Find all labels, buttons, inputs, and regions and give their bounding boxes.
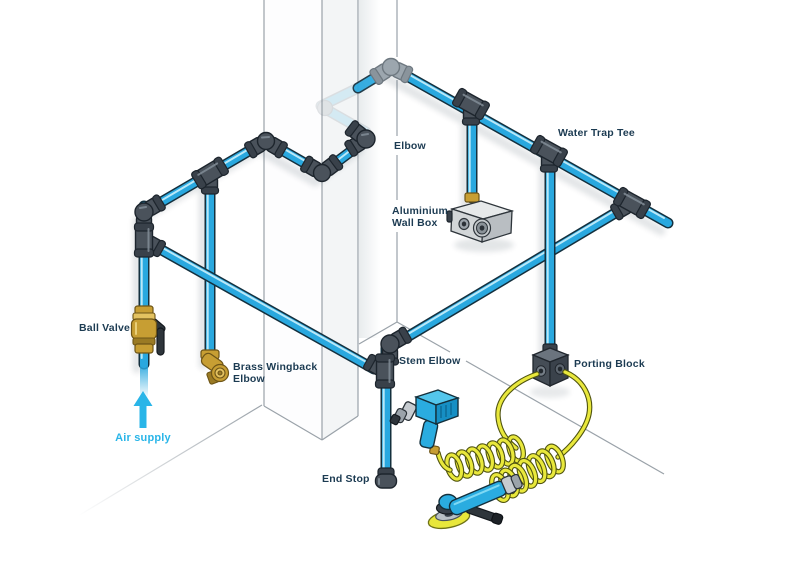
- label-stem-elbow: Stem Elbow: [399, 355, 461, 367]
- label-end-stop: End Stop: [322, 473, 370, 485]
- hose-right: [555, 369, 593, 460]
- pipe-porting-drop: [544, 145, 556, 359]
- column-left-face: [264, 0, 322, 440]
- label-water-trap-tee: Water Trap Tee: [558, 127, 635, 139]
- hoses: [435, 369, 593, 503]
- angle-sander: [427, 473, 523, 530]
- riser-tee: [133, 222, 168, 259]
- elbow-fitting: [342, 118, 376, 159]
- label-ball-valve: Ball Valve: [79, 322, 130, 334]
- floor-lines: [77, 321, 665, 517]
- left-apex-coupling: [242, 131, 290, 160]
- ball-valve-fitting: [130, 305, 166, 356]
- column-union: [298, 152, 345, 183]
- pipe-cross-room: [138, 234, 380, 375]
- stem-elbow-fitting: [361, 325, 414, 389]
- labels: Ball Valve Brass Wingback Elbow Air supp…: [79, 127, 645, 485]
- label-aluminium-wall-box-line2: Wall Box: [392, 217, 438, 229]
- column-right-face: [322, 0, 358, 440]
- riser-elbow: [134, 193, 168, 234]
- label-air-supply: Air supply: [115, 432, 171, 444]
- fittings: [130, 57, 653, 489]
- column-edges: [263, 0, 359, 441]
- wall-box-shadow: [454, 238, 514, 252]
- column-shadow-band: [359, 0, 380, 338]
- impact-wrench: [389, 389, 461, 456]
- label-aluminium-wall-box-line1: Aluminium: [392, 205, 448, 217]
- porting-block-fitting: [531, 343, 570, 388]
- brass-wingback-elbow-fitting: [200, 349, 230, 385]
- porting-block-shadow: [530, 386, 570, 398]
- label-porting-block: Porting Block: [574, 358, 645, 370]
- label-brass-wingback-line2: Elbow: [233, 373, 266, 385]
- end-stop-fitting: [374, 467, 398, 489]
- corner-apex-elbow: [369, 57, 414, 86]
- air-supply-arrow-icon: [133, 391, 153, 428]
- pipe-brass-drop: [204, 167, 216, 362]
- label-elbow: Elbow: [394, 140, 427, 152]
- hose-coil-left: [435, 434, 526, 482]
- label-brass-wingback-line1: Brass Wingback: [233, 361, 317, 373]
- aluminium-wall-box-fitting: [446, 192, 515, 243]
- pipe-stem-diagonal: [386, 197, 638, 352]
